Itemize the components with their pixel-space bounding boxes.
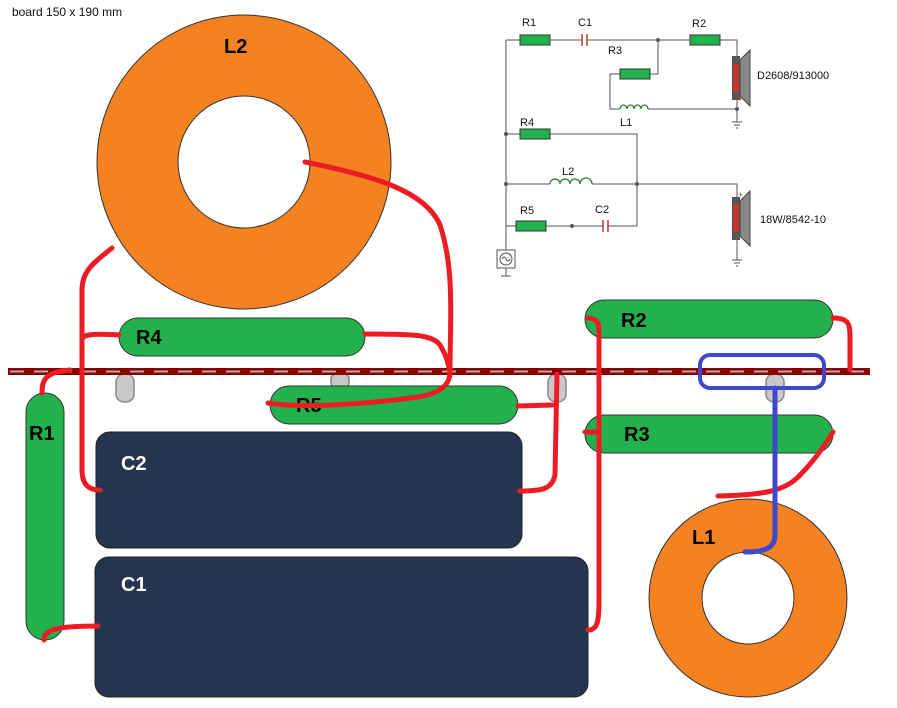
resistor-r4: R4 <box>118 317 366 357</box>
svg-text:+: + <box>738 94 743 104</box>
capacitor-c2: C2 <box>95 431 523 549</box>
sch-label-r1: R1 <box>522 17 536 29</box>
label-r2: R2 <box>621 310 647 332</box>
capacitor-c1: C1 <box>94 556 589 698</box>
label-l2: L2 <box>224 36 247 58</box>
label-c1: C1 <box>121 574 147 596</box>
label-r1: R1 <box>29 423 55 445</box>
sch-label-r4: R4 <box>520 117 534 129</box>
label-r3: R3 <box>624 424 650 446</box>
schematic: + + R1 C1 R2 R3 L1 <box>496 17 829 277</box>
sch-label-c1: C1 <box>578 17 592 29</box>
sch-label-l1: L1 <box>620 117 632 129</box>
inductor-l2: L2 <box>96 14 392 310</box>
label-r4: R4 <box>136 327 162 349</box>
resistor-r2: R2 <box>584 299 834 339</box>
inductor-l1: L1 <box>648 498 848 698</box>
sch-label-tweeter: D2608/913000 <box>757 70 829 82</box>
resistor-r1: R1 <box>25 392 65 641</box>
board-title: board 150 x 190 mm <box>12 5 122 19</box>
sch-label-r3: R3 <box>608 45 622 57</box>
signal-source-icon <box>496 249 516 269</box>
sch-label-r5: R5 <box>520 205 534 217</box>
svg-text:+: + <box>738 190 743 200</box>
sch-label-woofer: 18W/8542-10 <box>760 214 826 226</box>
resistor-r3: R3 <box>584 414 834 454</box>
tweeter-symbol: + <box>732 48 751 108</box>
sch-label-l2: L2 <box>562 166 574 178</box>
label-c2: C2 <box>121 453 147 475</box>
blue-wiring <box>698 353 826 555</box>
mounting-rail <box>8 368 870 375</box>
red-wiring <box>39 159 853 643</box>
woofer-symbol: + <box>732 189 751 248</box>
label-l1: L1 <box>692 527 715 549</box>
sch-label-c2: C2 <box>595 204 609 216</box>
sch-label-r2: R2 <box>692 18 706 30</box>
